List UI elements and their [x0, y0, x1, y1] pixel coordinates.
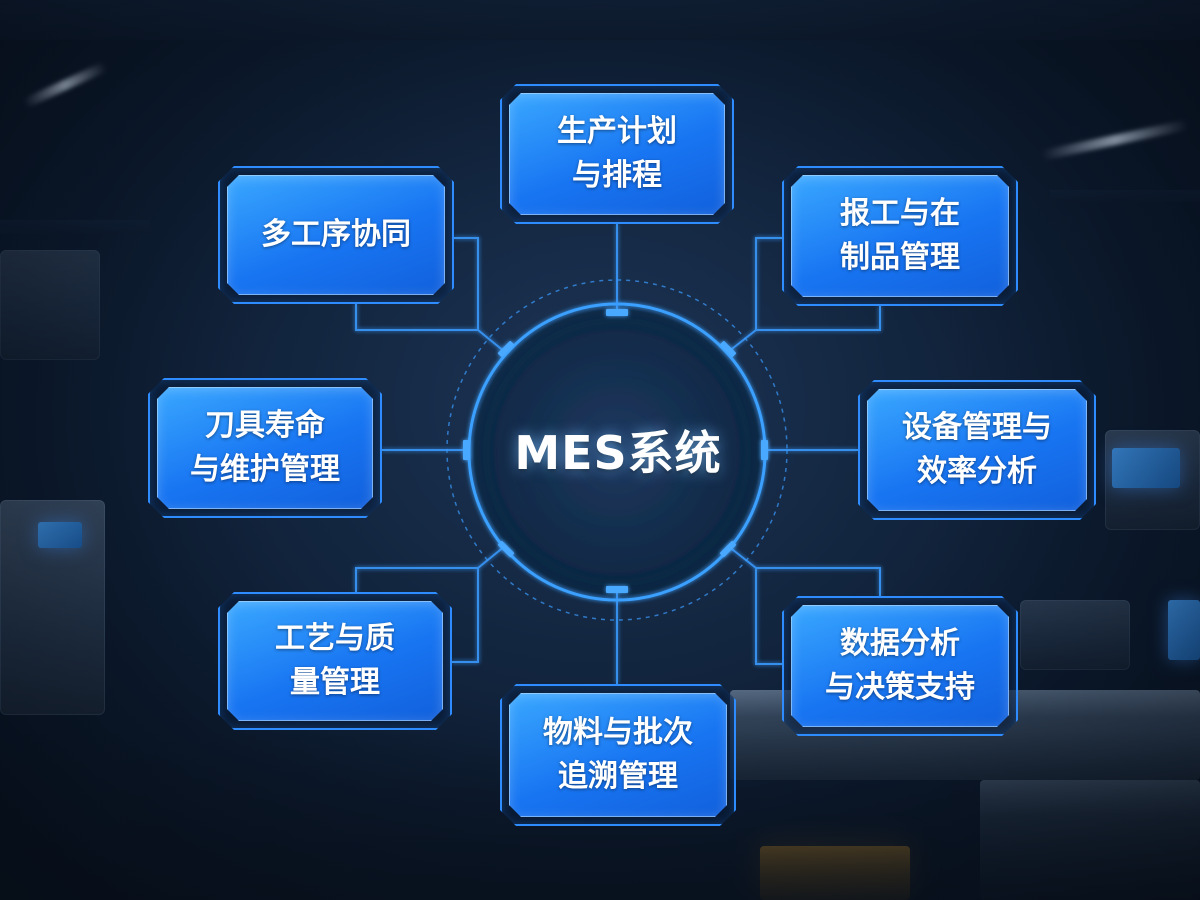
module-card: 报工与在 制品管理	[791, 175, 1009, 297]
ring-marker-top	[606, 309, 628, 316]
module-label: 多工序协同	[261, 217, 411, 252]
module-label: 数据分析 与决策支持	[825, 626, 975, 705]
module-production-planning: 生产计划 与排程	[500, 84, 734, 224]
ring-marker-right	[761, 440, 768, 460]
module-tool-life: 刀具寿命 与维护管理	[148, 378, 382, 518]
module-card: 刀具寿命 与维护管理	[157, 387, 373, 509]
connector-top-right	[727, 237, 782, 353]
module-label: 工艺与质 量管理	[275, 621, 395, 700]
module-label: 报工与在 制品管理	[840, 196, 960, 275]
module-multi-process-collaboration: 多工序协同	[218, 166, 454, 304]
ring-marker-top-left	[497, 340, 515, 358]
module-label: 刀具寿命 与维护管理	[190, 408, 340, 487]
module-label: 生产计划 与排程	[557, 114, 677, 193]
center-title: MES系统	[514, 426, 722, 480]
connector-bottom-right	[727, 545, 782, 665]
ring-marker-bottom	[606, 586, 628, 593]
connector-top-left-branch	[355, 304, 478, 331]
ring-marker-left	[463, 440, 470, 460]
ring-marker-bottom-right	[719, 540, 737, 558]
connector-top-left	[454, 237, 506, 353]
module-card: 物料与批次 追溯管理	[509, 693, 727, 817]
module-equipment-efficiency: 设备管理与 效率分析	[858, 380, 1096, 520]
center-hub: MES系统	[468, 300, 768, 600]
module-data-analysis: 数据分析 与决策支持	[782, 596, 1018, 736]
connector-top-right-branch	[756, 306, 881, 331]
module-card: 生产计划 与排程	[509, 93, 725, 215]
module-material-traceability: 物料与批次 追溯管理	[500, 684, 736, 826]
module-process-quality: 工艺与质 量管理	[218, 592, 452, 730]
module-label: 物料与批次 追溯管理	[543, 715, 693, 794]
module-reporting-wip: 报工与在 制品管理	[782, 166, 1018, 306]
ring-marker-bottom-left	[497, 540, 515, 558]
module-card: 多工序协同	[227, 175, 445, 295]
connector-bottom-left-branch	[355, 567, 478, 592]
connector-bottom-right-branch	[756, 567, 881, 596]
connector-bottom-left	[452, 545, 506, 663]
ring-marker-top-right	[719, 340, 737, 358]
module-card: 工艺与质 量管理	[227, 601, 443, 721]
module-card: 设备管理与 效率分析	[867, 389, 1087, 511]
module-label: 设备管理与 效率分析	[902, 410, 1052, 489]
module-card: 数据分析 与决策支持	[791, 605, 1009, 727]
